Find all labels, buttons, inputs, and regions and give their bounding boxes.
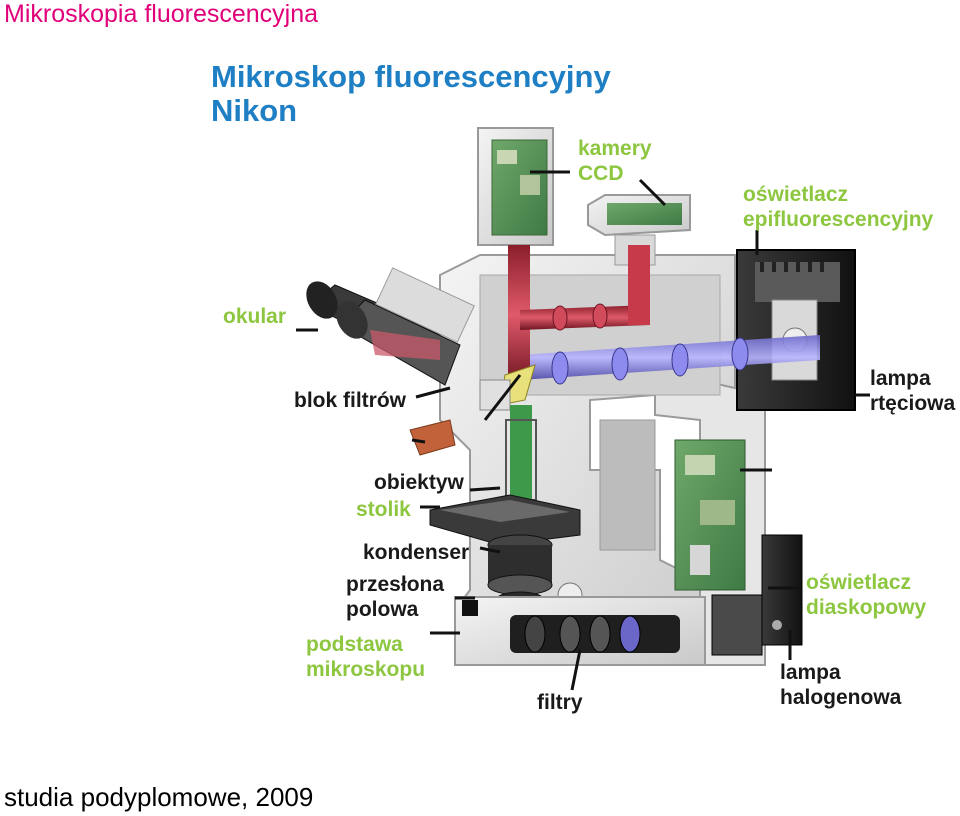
halogen-lamp-housing <box>711 534 803 656</box>
label-field-diaphragm: przesłona polowa <box>346 573 445 621</box>
slide-title: Mikroskopia fluorescencyjna <box>4 0 319 28</box>
diagram-title-line1: Mikroskop fluorescencyjny <box>211 59 611 94</box>
ccd-camera-left <box>477 127 554 246</box>
leader-lines <box>296 170 870 691</box>
label-stage: stolik <box>356 498 411 521</box>
label-microscope-base: podstawa mikroskopu <box>306 633 426 681</box>
label-eyepiece: okular <box>223 305 287 328</box>
label-epifluorescence-illuminator: oświetlacz epifluorescencyjny <box>743 183 934 231</box>
label-diascopic-illuminator: oświetlacz diaskopowy <box>806 571 927 619</box>
label-condenser: kondenser <box>363 541 470 564</box>
diagram-title: Mikroskop fluorescencyjny Nikon <box>211 60 611 128</box>
epi-illumination-beam <box>520 335 820 385</box>
mercury-lamp-housing <box>736 249 856 411</box>
electronics-board <box>674 439 746 591</box>
stage <box>429 494 581 546</box>
imaging-beam-red <box>508 245 650 385</box>
label-ccd-cameras: kamery CCD <box>578 137 652 185</box>
label-objective: obiektyw <box>374 471 464 494</box>
diagram-title-line2: Nikon <box>211 93 298 128</box>
eyepieces <box>306 267 475 386</box>
microscope-base <box>454 596 706 666</box>
label-filters: filtry <box>537 691 583 714</box>
label-mercury-lamp: lampa rtęciowa <box>870 367 956 415</box>
slide-footer: studia podyplomowe, 2009 <box>4 782 314 812</box>
label-filter-block: blok filtrów <box>294 389 406 412</box>
label-halogen-lamp: lampa halogenowa <box>780 661 902 709</box>
